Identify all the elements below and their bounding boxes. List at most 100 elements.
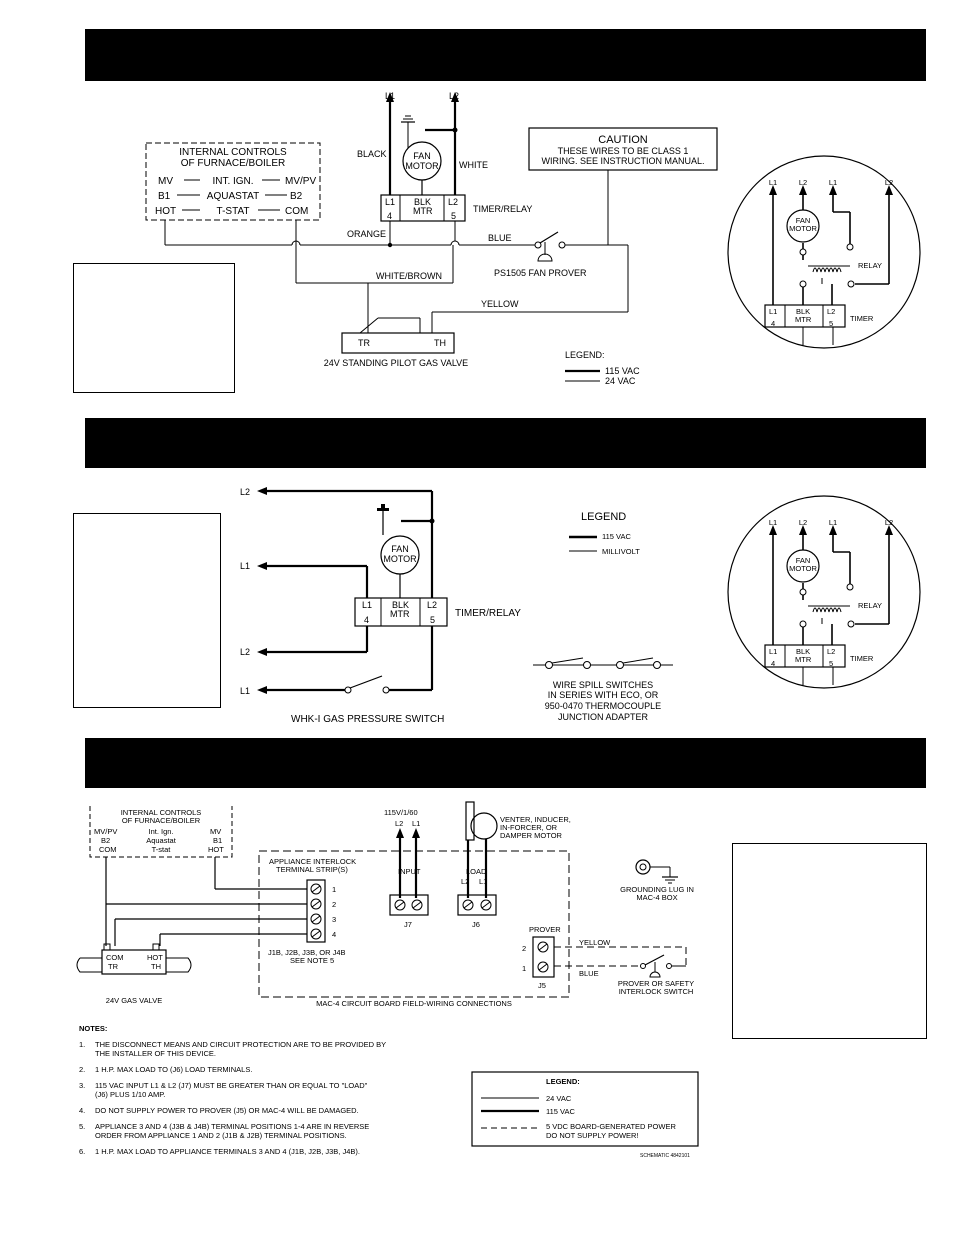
panel1-header-bar (85, 29, 926, 81)
note-2-num: 2. (79, 1065, 85, 1074)
p3-valve-tr: TR (108, 962, 119, 971)
p3-load-l2: L2 (461, 877, 469, 886)
p3-input-l2: L2 (395, 819, 403, 828)
p2-spill-line4: JUNCTION ADAPTER (558, 712, 649, 722)
p3-ic-line1: INTERNAL CONTROLS (121, 808, 202, 817)
p1-black-label: BLACK (357, 149, 387, 159)
p3-power-label: 115V/1/60 (384, 808, 418, 817)
p2-spill-line3: 950-0470 THERMOCOUPLE (545, 701, 661, 711)
inset2-t-4: 4 (771, 659, 775, 668)
p2-l1-b: L1 (240, 686, 250, 696)
p3-load-label: LOAD (466, 867, 487, 876)
p3-motor-line1: VENTER, INDUCER, (500, 815, 571, 824)
p3-ic-hot: HOT (208, 845, 224, 854)
p1-whitebrown-label: WHITE/BROWN (376, 271, 442, 281)
p1-motor-label: MOTOR (405, 161, 439, 171)
p1-relay-mtr: MTR (413, 206, 433, 216)
p1-timer-relay-label: TIMER/RELAY (473, 204, 532, 214)
p1-blue-label: BLUE (488, 233, 512, 243)
legend3-5v-line2: DO NOT SUPPLY POWER! (546, 1131, 639, 1140)
p3-ic-aquastat: Aquastat (146, 836, 177, 845)
inset2-motor: MOTOR (789, 564, 817, 573)
inset1-fan: FAN (796, 216, 811, 225)
p1-relay-5: 5 (451, 211, 456, 221)
p3-motor-line3: DAMPER MOTOR (500, 831, 563, 840)
note-2-line1: 1 H.P. MAX LOAD TO (J6) LOAD TERMINALS. (95, 1065, 252, 1074)
note-1-line2: THE INSTALLER OF THIS DEVICE. (95, 1049, 216, 1058)
p2-l1-a: L1 (240, 561, 250, 571)
notes-section: NOTES: 1. THE DISCONNECT MEANS AND CIRCU… (79, 1024, 386, 1156)
inset1-l1a: L1 (769, 178, 777, 187)
p3-jnote-line2: SEE NOTE 5 (290, 956, 334, 965)
p3-prover-2: 2 (522, 944, 526, 953)
note-5-num: 5. (79, 1122, 85, 1131)
p3-board-label: MAC-4 CIRCUIT BOARD FIELD-WIRING CONNECT… (316, 999, 512, 1008)
inset1-t-4: 4 (771, 319, 775, 328)
panel1-side-box (73, 263, 235, 393)
inset1-l1b: L1 (829, 178, 837, 187)
p3-ic-mvpv: MV/PV (94, 827, 117, 836)
panel3-side-box (732, 843, 927, 1039)
note-1-line1: THE DISCONNECT MEANS AND CIRCUIT PROTECT… (95, 1040, 386, 1049)
p1-fan-label: FAN (413, 151, 431, 161)
panel3-header-bar (85, 738, 926, 788)
legend3: LEGEND: 24 VAC 115 VAC 5 VDC BOARD-GENER… (471, 1071, 699, 1159)
inset1-relay: RELAY (858, 261, 882, 270)
p1-l1-label: L1 (385, 91, 395, 101)
inset2-l1a: L1 (769, 518, 777, 527)
p2-spill-line2: IN SERIES WITH ECO, OR (548, 690, 659, 700)
panel3-diagram: INTERNAL CONTROLS OF FURNACE/BOILER MV/P… (76, 801, 694, 1008)
panel2-header-bar (85, 418, 926, 468)
inset2-t-l2: L2 (827, 647, 835, 656)
p2-legend-mv: MILLIVOLT (602, 547, 640, 556)
note-3-num: 3. (79, 1081, 85, 1090)
p3-ic-line2: OF FURNACE/BOILER (122, 816, 201, 825)
panel1-diagram: INTERNAL CONTROLS OF FURNACE/BOILER MV I… (145, 91, 718, 386)
p2-fan-label: FAN (391, 544, 409, 554)
panel2-side-box (73, 513, 221, 708)
inset2-l2a: L2 (799, 518, 807, 527)
p1-legend-title: LEGEND: (565, 350, 605, 360)
p3-prover-1: 1 (522, 964, 526, 973)
p1-caution-line1: THESE WIRES TO BE CLASS 1 (558, 146, 689, 156)
inset2-l1b: L1 (829, 518, 837, 527)
inset2-t-mtr: MTR (795, 655, 812, 664)
p2-switch-label: WHK-I GAS PRESSURE SWITCH (291, 714, 444, 725)
panel2-diagram: L2 L1 L2 L1 FAN MOTOR L1 BLK MTR L2 4 5 … (240, 487, 673, 725)
inset1-l2a: L2 (799, 178, 807, 187)
p3-yellow-label: YELLOW (579, 938, 611, 947)
p2-relay-4: 4 (364, 615, 369, 625)
inset-circle-2: L1 L2 L1 L2 FAN MOTOR RELAY TIMER L1 BLK… (727, 495, 921, 689)
p3-motor-line2: IN-FORCER, OR (500, 823, 558, 832)
note-3-line1: 115 VAC INPUT L1 & L2 (J7) MUST BE GREAT… (95, 1081, 368, 1090)
p1-fan-prover-label: PS1505 FAN PROVER (494, 268, 587, 278)
inset1-l2b: L2 (885, 178, 893, 187)
p1-orange-label: ORANGE (347, 229, 386, 239)
p1-relay-l1: L1 (385, 197, 395, 207)
note-6-num: 6. (79, 1147, 85, 1156)
note-5-line2: ORDER FROM APPLIANCE 1 AND 2 (J1B & J2B)… (95, 1131, 347, 1140)
p2-legend-115: 115 VAC (602, 532, 631, 541)
p1-ic-mvpv: MV/PV (285, 176, 316, 187)
p1-relay-blk: BLK (414, 197, 431, 207)
p3-valve-hot: HOT (147, 953, 163, 962)
p3-valve-label: 24V GAS VALVE (106, 996, 162, 1005)
p3-switch-line2: INTERLOCK SWITCH (619, 987, 694, 996)
p3-ground-line2: MAC-4 BOX (636, 893, 677, 902)
p3-ic-b2: B2 (101, 836, 110, 845)
p3-ic-intign: Int. Ign. (148, 827, 173, 836)
inset-circle-1: L1 L2 L1 L2 FAN MOTOR RELAY TIMER L1 BLK… (727, 155, 921, 349)
p2-relay-l2: L2 (427, 600, 437, 610)
p2-timer-relay: TIMER/RELAY (455, 608, 521, 619)
p3-strip-line2: TERMINAL STRIP(S) (276, 865, 348, 874)
p3-j5-label: J5 (538, 981, 546, 990)
p2-motor-label: MOTOR (383, 554, 417, 564)
inset1-t-blk: BLK (796, 307, 810, 316)
p1-gas-valve-label: 24V STANDING PILOT GAS VALVE (324, 358, 468, 368)
inset2-timer: TIMER (850, 654, 874, 663)
note-4-num: 4. (79, 1106, 85, 1115)
p1-ic-hot: HOT (155, 206, 176, 217)
p2-l2-top: L2 (240, 487, 250, 497)
legend3-5v-line1: 5 VDC BOARD-GENERATED POWER (546, 1122, 676, 1131)
p2-legend-title: LEGEND (581, 511, 626, 523)
